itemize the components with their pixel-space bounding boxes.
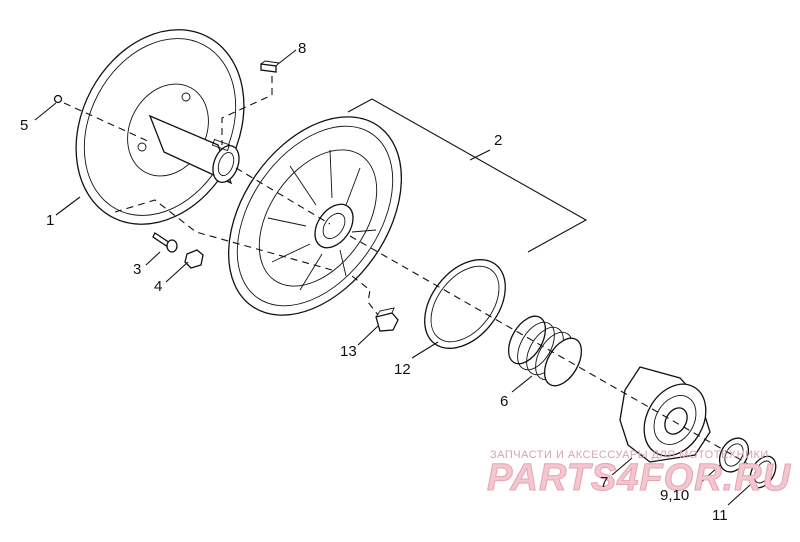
bracket-part-2 xyxy=(347,98,588,253)
cam-part-7 xyxy=(619,366,711,463)
callout-2: 2 xyxy=(494,132,502,149)
ring-part-12 xyxy=(424,259,506,349)
callout-3: 3 xyxy=(133,261,141,278)
screw-part-5 xyxy=(53,94,63,104)
watermark-tagline: ЗАПЧАСТИ И АКСЕССУАРЫ ДЛЯ МОТОТЕХНИКИ xyxy=(490,449,769,461)
washer-part-9-10 xyxy=(718,437,750,473)
callout-1: 1 xyxy=(46,212,54,229)
callout-12: 12 xyxy=(394,361,411,378)
assembly-axis-lines xyxy=(63,76,751,466)
watermark: ЗАПЧАСТИ И АКСЕССУАРЫ ДЛЯ МОТОТЕХНИКИ PA… xyxy=(487,449,792,500)
callout-4: 4 xyxy=(154,278,162,295)
callout-13: 13 xyxy=(340,343,357,360)
callout-labels: 5 1 3 4 8 2 13 12 6 7 9,10 11 xyxy=(20,40,728,524)
nut-part-4 xyxy=(184,249,204,269)
watermark-logo: PARTS4FOR.RU xyxy=(487,457,792,499)
callout-11: 11 xyxy=(712,507,728,524)
slider-part-13 xyxy=(375,307,399,332)
callout-5: 5 xyxy=(20,117,28,134)
key-part-8 xyxy=(260,60,280,73)
leader-lines xyxy=(34,49,751,506)
movable-sheave-part-2 xyxy=(227,116,403,316)
callout-7: 7 xyxy=(600,474,608,491)
callout-8: 8 xyxy=(298,40,306,57)
callout-9-10: 9,10 xyxy=(660,487,689,504)
spring-part-6 xyxy=(507,315,583,387)
bolt-part-3 xyxy=(152,232,178,253)
callout-6: 6 xyxy=(500,393,508,410)
fixed-sheave-part-1 xyxy=(75,29,245,225)
circlip-part-11 xyxy=(749,455,777,489)
